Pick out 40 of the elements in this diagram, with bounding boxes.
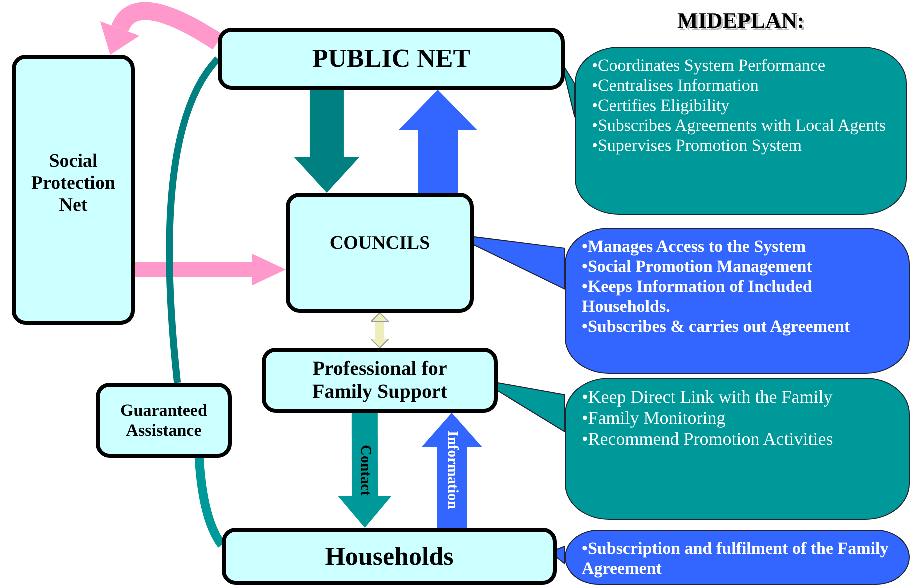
callout-heading: MIDEPLAN:	[676, 8, 806, 35]
callout-pointer	[556, 546, 566, 566]
box-label: Professional for Family Support	[311, 358, 449, 404]
callout-pointer	[564, 66, 576, 118]
callout-pointer	[474, 236, 566, 290]
bullet-text: •Coordinates System Performance	[592, 56, 827, 76]
process-box	[286, 193, 474, 313]
process-box	[222, 528, 557, 585]
bullet-text: •Manages Access to the System	[582, 237, 808, 258]
callout-pointer	[498, 382, 566, 433]
block-arrow	[338, 412, 392, 528]
box-label: Guaranteed Assistance	[120, 400, 208, 440]
block-arrow	[370, 312, 390, 348]
bullet-text: •Keeps Information of Included Households.	[582, 277, 814, 318]
box-label: Households	[325, 542, 454, 572]
edge-label: Contact	[356, 445, 374, 496]
bullet-text: •Certifies Eligibility	[592, 96, 731, 116]
bullet-text: •Family Monitoring	[582, 408, 727, 430]
block-arrow	[399, 90, 478, 193]
process-box	[262, 348, 498, 413]
box-label: Social Protection Net	[30, 151, 117, 217]
bullet-text: •Social Promotion Management	[582, 257, 814, 278]
bullet-text: •Recommend Promotion Activities	[582, 429, 834, 451]
callout-bubble	[565, 378, 910, 520]
process-box	[12, 55, 135, 325]
block-arrow	[101, 2, 223, 54]
bullet-text: •Subscription and fulfilment of the Family Agreement	[582, 539, 890, 580]
process-box	[96, 383, 232, 458]
bullet-text: •Supervises Promotion System	[592, 136, 803, 156]
bullet-text: •Subscribes Agreements with Local Agents	[592, 116, 887, 136]
block-arrow	[422, 413, 482, 528]
box-label: COUNCILS	[330, 233, 430, 255]
callout-bubble	[565, 228, 910, 374]
bullet-text: •Centralises Information	[592, 76, 760, 96]
bullet-text: •Subscribes & carries out Agreement	[582, 317, 852, 338]
process-box	[218, 28, 565, 90]
block-arrow	[294, 90, 360, 193]
box-label: PUBLIC NET	[312, 44, 471, 74]
edge-label: Information	[444, 431, 461, 510]
bullet-text: •Keep Direct Link with the Family	[582, 387, 834, 408]
